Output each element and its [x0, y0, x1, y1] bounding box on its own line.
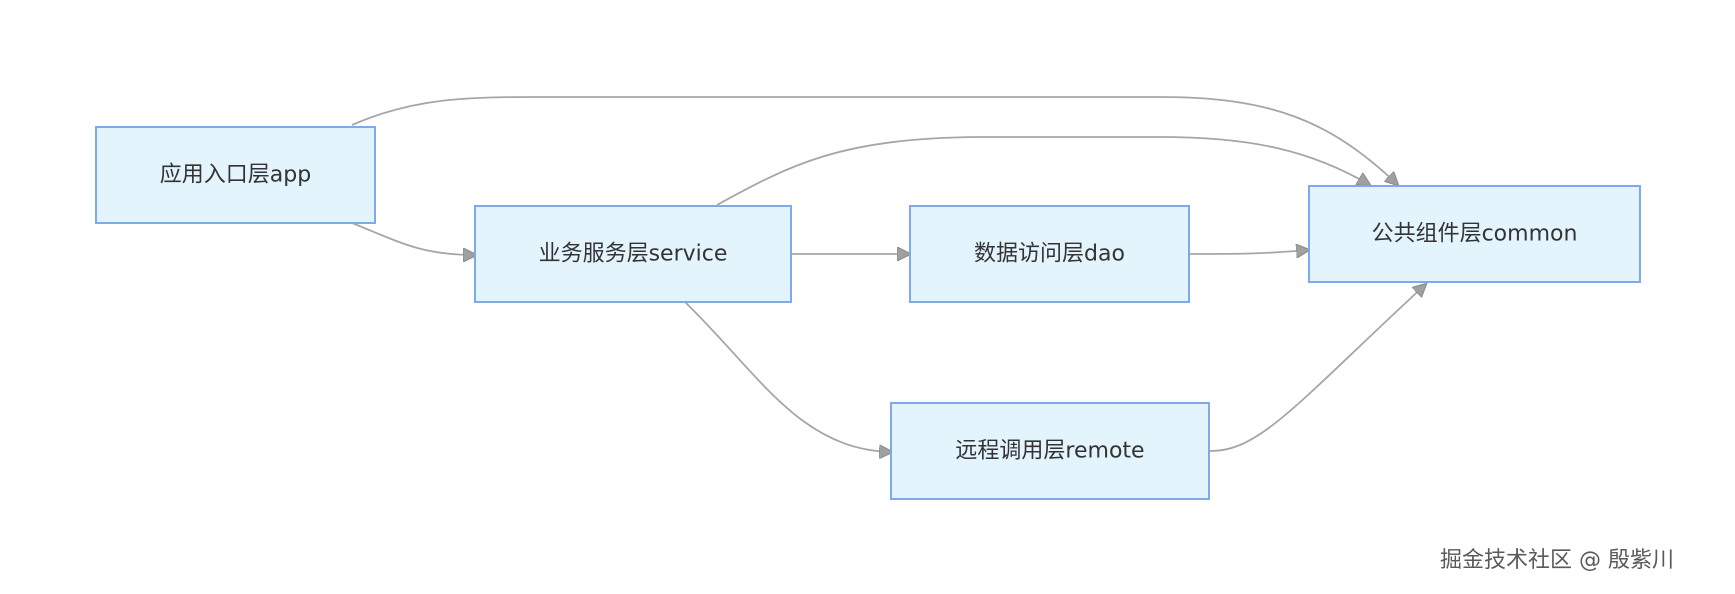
node-dao-box: [909, 205, 1190, 303]
edge-app-to-common: [351, 96, 1398, 185]
node-common: 公共组件层common: [1308, 185, 1641, 283]
node-remote-box: [890, 402, 1210, 500]
node-dao-label: 数据访问层dao: [974, 242, 1125, 267]
node-common-box: [1308, 185, 1641, 283]
edge-app-to-service: [351, 222, 476, 255]
node-remote: 远程调用层remote: [890, 402, 1210, 500]
node-service: 业务服务层service: [474, 205, 792, 303]
node-service-box: [474, 205, 792, 303]
node-dao: 数据访问层dao: [909, 205, 1190, 303]
watermark-text: 掘金技术社区 @ 殷紫川: [1440, 548, 1674, 573]
node-app: 应用入口层app: [95, 126, 376, 224]
node-app-box: [95, 126, 376, 224]
edges: [351, 96, 1426, 452]
node-service-label: 业务服务层service: [539, 242, 728, 267]
node-remote-label: 远程调用层remote: [955, 439, 1144, 464]
edge-dao-to-common: [1189, 250, 1309, 254]
edge-service-to-remote: [684, 301, 892, 452]
node-app-label: 应用入口层app: [160, 163, 311, 188]
node-common-label: 公共组件层common: [1372, 222, 1578, 247]
edge-remote-to-common: [1209, 284, 1426, 452]
edge-service-to-common: [716, 136, 1370, 206]
